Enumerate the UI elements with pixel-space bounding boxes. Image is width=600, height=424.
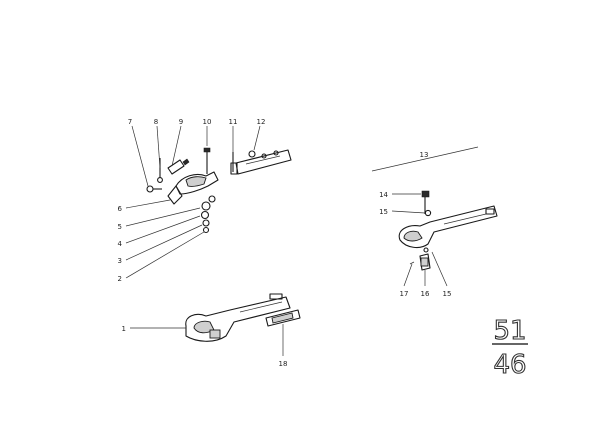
callout-15-lower: 15 <box>443 290 452 298</box>
callout-9: 9 <box>179 118 183 126</box>
callout-18: 18 <box>279 360 288 368</box>
right-hinge-assembly <box>371 146 498 271</box>
page-ref-bottom: 46 <box>493 350 526 380</box>
callout-17: 17 <box>400 290 409 298</box>
callout-8: 8 <box>154 118 158 126</box>
callout-6: 6 <box>118 205 123 213</box>
callout-14: 14 <box>379 191 388 199</box>
callout-13: 13 <box>420 151 429 159</box>
upper-hinge-assembly <box>146 147 292 234</box>
callout-10: 10 <box>203 118 212 126</box>
upper-leaders <box>125 125 261 279</box>
callout-1: 1 <box>122 325 126 333</box>
right-leaders <box>391 193 448 287</box>
callout-4: 4 <box>118 240 123 248</box>
lower-hinge-assembly <box>185 293 301 342</box>
page-reference: 51 46 <box>492 315 528 381</box>
callout-2: 2 <box>118 275 122 283</box>
callout-16: 16 <box>421 290 430 298</box>
page-ref-top: 51 <box>493 316 526 346</box>
callout-11: 11 <box>229 118 238 126</box>
lower-leaders <box>130 324 284 356</box>
callout-5: 5 <box>118 223 122 231</box>
callout-3: 3 <box>118 257 122 265</box>
callout-12: 12 <box>257 118 266 126</box>
callout-15-upper: 15 <box>379 208 388 216</box>
callout-labels: 7 8 9 10 11 12 6 5 4 3 2 1 18 13 14 15 1… <box>118 118 452 368</box>
callout-7: 7 <box>128 118 132 126</box>
